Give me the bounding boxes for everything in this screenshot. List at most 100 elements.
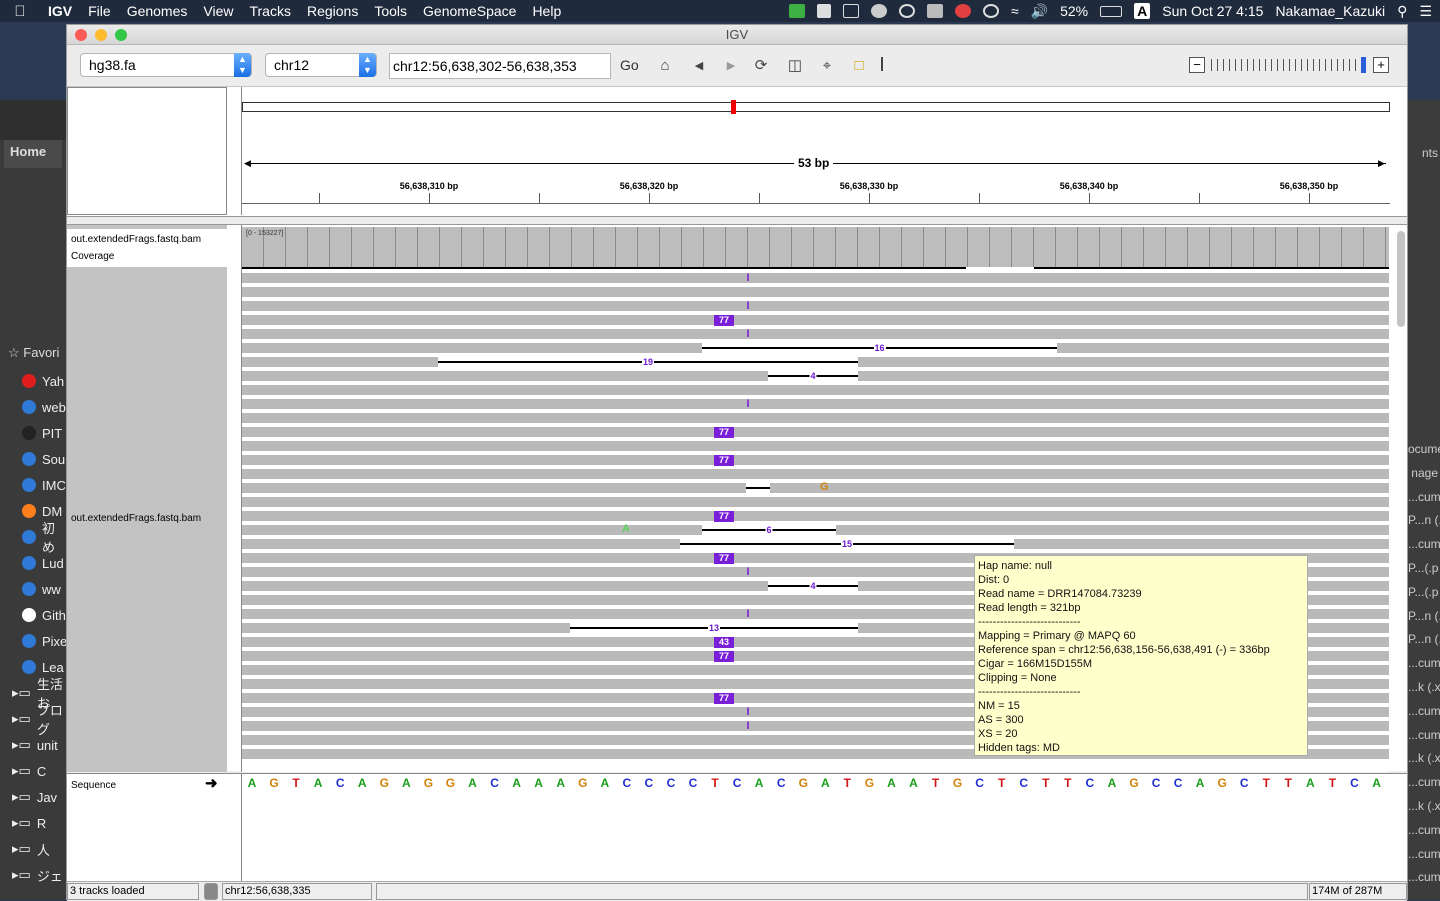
zoom-slider-thumb[interactable] <box>1361 57 1366 73</box>
region-of-interest-icon[interactable]: ◫ <box>787 57 803 74</box>
aligned-read[interactable] <box>242 315 1389 325</box>
aligned-read[interactable] <box>242 399 1389 409</box>
menu-view[interactable]: View <box>203 3 234 19</box>
favorite-item[interactable]: Lud <box>0 550 66 576</box>
coverage-track[interactable] <box>242 227 1389 267</box>
home-icon[interactable]: ⌂ <box>660 57 670 74</box>
notification-app-icon[interactable] <box>954 4 971 18</box>
battery-percent[interactable]: 52% <box>1060 3 1089 19</box>
home-tab[interactable]: Home <box>4 140 62 168</box>
menu-tools[interactable]: Tools <box>374 3 408 19</box>
strand-arrow-icon[interactable]: ➜ <box>205 775 218 792</box>
mismatch-base[interactable]: A <box>622 523 630 535</box>
coverage-track-name[interactable]: out.extendedFrags.fastq.bam Coverage <box>67 229 227 267</box>
insertion-marker[interactable]: I <box>746 608 750 620</box>
aligned-read[interactable] <box>242 287 1389 297</box>
favorite-item[interactable]: DM <box>0 498 66 524</box>
zoom-slider-track[interactable] <box>1211 59 1361 71</box>
deletion[interactable]: 6 <box>702 525 836 535</box>
menu-genomespace[interactable]: GenomeSpace <box>423 3 517 19</box>
creative-cloud-icon[interactable] <box>898 4 915 18</box>
camera-icon[interactable] <box>816 4 831 18</box>
aligned-read[interactable] <box>242 329 1389 339</box>
line-icon[interactable] <box>870 4 887 18</box>
insertion-marker[interactable]: I <box>746 566 750 578</box>
favorite-item[interactable]: Yah <box>0 368 66 394</box>
aligned-read[interactable] <box>242 651 1389 661</box>
chromosome-ideogram[interactable] <box>242 102 1390 112</box>
notification-center-icon[interactable]: ☰ <box>1419 2 1432 19</box>
aligned-read[interactable] <box>242 637 1389 647</box>
folder-item[interactable]: ▸▭R <box>0 810 66 836</box>
zoom-button[interactable] <box>115 29 127 41</box>
forward-icon[interactable]: ▶ <box>726 60 736 72</box>
zoom-in-icon[interactable]: + <box>1373 57 1389 73</box>
tracks-scrollbar[interactable] <box>1397 231 1405 327</box>
menu-regions[interactable]: Regions <box>306 3 359 19</box>
aligned-read[interactable] <box>242 427 1389 437</box>
menu-genomes[interactable]: Genomes <box>126 3 188 19</box>
aligned-read[interactable] <box>242 413 1389 423</box>
aligned-read[interactable] <box>242 301 1389 311</box>
dropbox-icon[interactable] <box>926 4 943 18</box>
aligned-read[interactable] <box>242 595 1389 605</box>
aligned-read[interactable] <box>242 455 1389 465</box>
user-name[interactable]: Nakamae_Kazuki <box>1275 3 1386 19</box>
folder-item[interactable]: ▸▭生活お <box>0 677 66 711</box>
refresh-icon[interactable]: ⟳ <box>754 57 768 74</box>
evernote-icon[interactable] <box>788 4 805 18</box>
aligned-read[interactable] <box>242 721 1389 731</box>
menu-tracks[interactable]: Tracks <box>249 3 291 19</box>
resize-to-window-icon[interactable]: ⌖ <box>822 57 832 74</box>
favorite-item[interactable]: IMC <box>0 472 66 498</box>
favorite-item[interactable]: Pixe <box>0 628 67 654</box>
time-machine-icon[interactable] <box>982 4 999 18</box>
menu-app-igv[interactable]: IGV <box>48 3 73 19</box>
bam-track-name[interactable]: out.extendedFrags.fastq.bam <box>71 513 202 524</box>
aligned-read[interactable] <box>242 707 1389 717</box>
aligned-read[interactable] <box>242 567 1389 577</box>
keyboard-icon[interactable] <box>842 4 859 18</box>
aligned-read[interactable] <box>242 665 1389 675</box>
insertion-count-marker[interactable]: 77 <box>714 315 734 326</box>
aligned-read[interactable] <box>242 385 1389 395</box>
insertion-marker[interactable]: I <box>746 328 750 340</box>
folder-item[interactable]: ▸▭プログ <box>0 703 66 737</box>
sequence-track-name[interactable]: Sequence <box>71 780 117 791</box>
aligned-read[interactable] <box>242 749 1389 759</box>
insertion-marker[interactable]: I <box>746 706 750 718</box>
go-button[interactable]: Go <box>620 57 639 73</box>
menu-file[interactable]: File <box>88 3 111 19</box>
deletion[interactable]: 4 <box>768 371 858 381</box>
favorite-item[interactable]: PIT <box>0 420 66 446</box>
wifi-icon[interactable]: ≈ <box>1010 3 1019 19</box>
insertion-marker[interactable]: I <box>746 720 750 732</box>
close-button[interactable] <box>75 29 87 41</box>
insertion-marker[interactable]: I <box>746 398 750 410</box>
aligned-read[interactable] <box>242 511 1389 521</box>
mismatch-base[interactable]: G <box>820 481 829 493</box>
back-icon[interactable]: ◀ <box>694 60 704 72</box>
folder-item[interactable]: ▸▭ジェ <box>0 862 66 888</box>
genome-dropdown[interactable]: hg38.fa ▲▼ <box>80 53 252 77</box>
apple-icon[interactable]:  <box>0 3 40 20</box>
deletion[interactable] <box>746 483 770 493</box>
insertion-count-marker[interactable]: 77 <box>714 553 734 564</box>
ruler-line-icon[interactable] <box>881 57 883 71</box>
insertion-count-marker[interactable]: 77 <box>714 651 734 662</box>
favorite-item[interactable]: Gith <box>0 602 66 628</box>
favorite-item[interactable]: web <box>0 394 66 420</box>
favorite-item[interactable]: Sou <box>0 446 66 472</box>
menu-help[interactable]: Help <box>532 3 562 19</box>
locus-input[interactable]: chr12:56,638,302-56,638,353 <box>389 53 611 79</box>
spotlight-search-icon[interactable]: ⚲ <box>1397 2 1408 19</box>
aligned-read[interactable] <box>242 679 1389 689</box>
input-source[interactable]: A <box>1134 3 1151 19</box>
deletion[interactable]: 4 <box>768 581 858 591</box>
aligned-read[interactable] <box>242 273 1389 283</box>
clock[interactable]: Sun Oct 27 4:15 <box>1162 3 1264 19</box>
volume-icon[interactable]: 🔊 <box>1030 2 1049 19</box>
zoom-widget[interactable]: − + <box>1181 57 1397 75</box>
insertion-marker[interactable]: I <box>746 300 750 312</box>
